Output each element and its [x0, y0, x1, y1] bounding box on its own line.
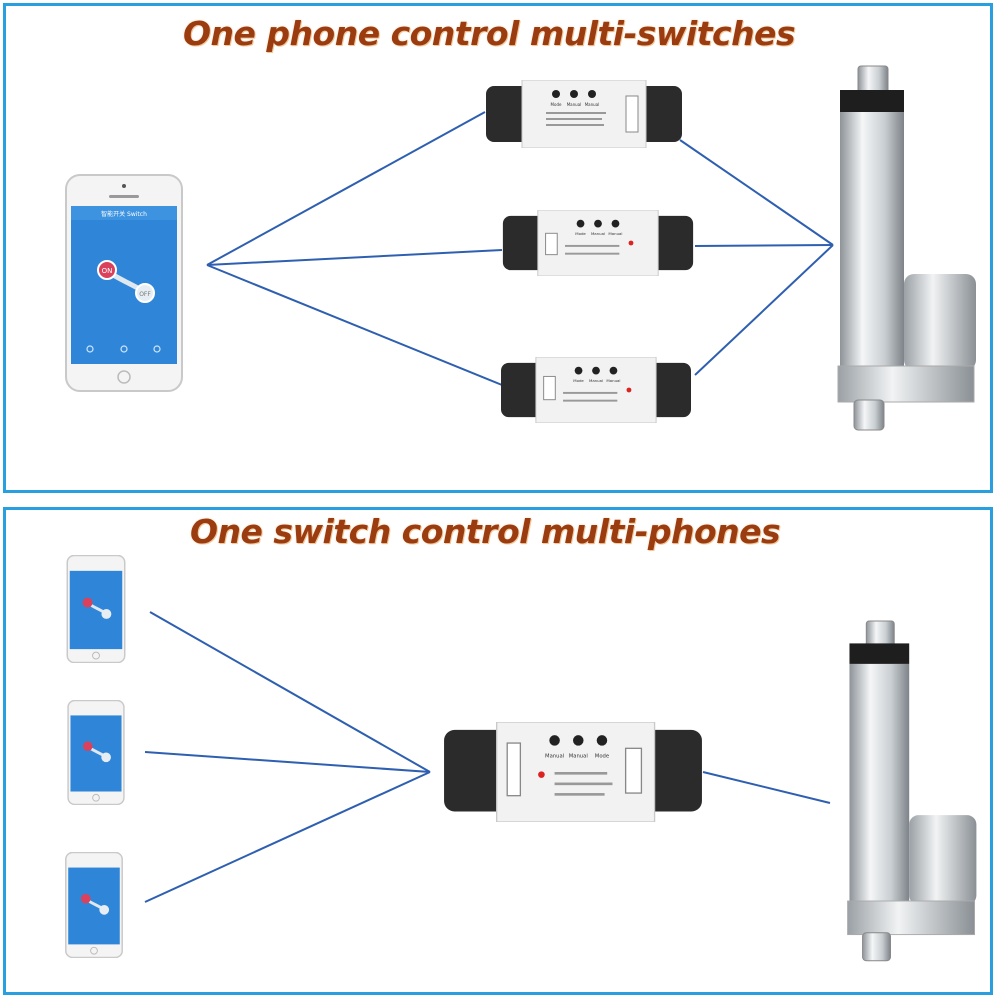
smartphone-icon — [65, 852, 123, 958]
relay-switch-module: Manual Manual Mode — [444, 722, 702, 822]
linear-actuator-icon — [837, 65, 976, 431]
smartphone-icon — [66, 555, 126, 663]
relay-switch-module: Mode Manual Manual — [486, 80, 682, 148]
section-title-1: One phone control multi-switches — [183, 14, 796, 53]
svg-text:Manual: Manual — [589, 378, 603, 383]
svg-text:Manual: Manual — [545, 754, 564, 760]
svg-text:Mode: Mode — [595, 754, 609, 760]
svg-text:Manual: Manual — [585, 102, 600, 107]
svg-text:智能开关 Switch: 智能开关 Switch — [101, 210, 147, 218]
relay-switch-module: Mode Manual Manual — [502, 210, 694, 276]
svg-text:Manual: Manual — [569, 754, 588, 760]
svg-text:Manual: Manual — [606, 378, 620, 383]
svg-text:Mode: Mode — [573, 378, 584, 383]
on-label: ON — [102, 267, 113, 275]
off-label: OFF — [139, 291, 151, 298]
svg-text:Mode: Mode — [551, 102, 562, 107]
section-title-2: One switch control multi-phones — [190, 512, 781, 551]
svg-text:Manual: Manual — [591, 231, 605, 236]
svg-text:Mode: Mode — [575, 231, 586, 236]
linear-actuator-icon — [847, 620, 977, 962]
svg-text:Manual: Manual — [567, 102, 582, 107]
smartphone-icon — [67, 700, 125, 805]
svg-text:Manual: Manual — [608, 231, 622, 236]
smartphone-icon: 智能开关 Switch ON OFF — [65, 174, 183, 392]
relay-switch-module: Mode Manual Manual — [501, 357, 691, 423]
